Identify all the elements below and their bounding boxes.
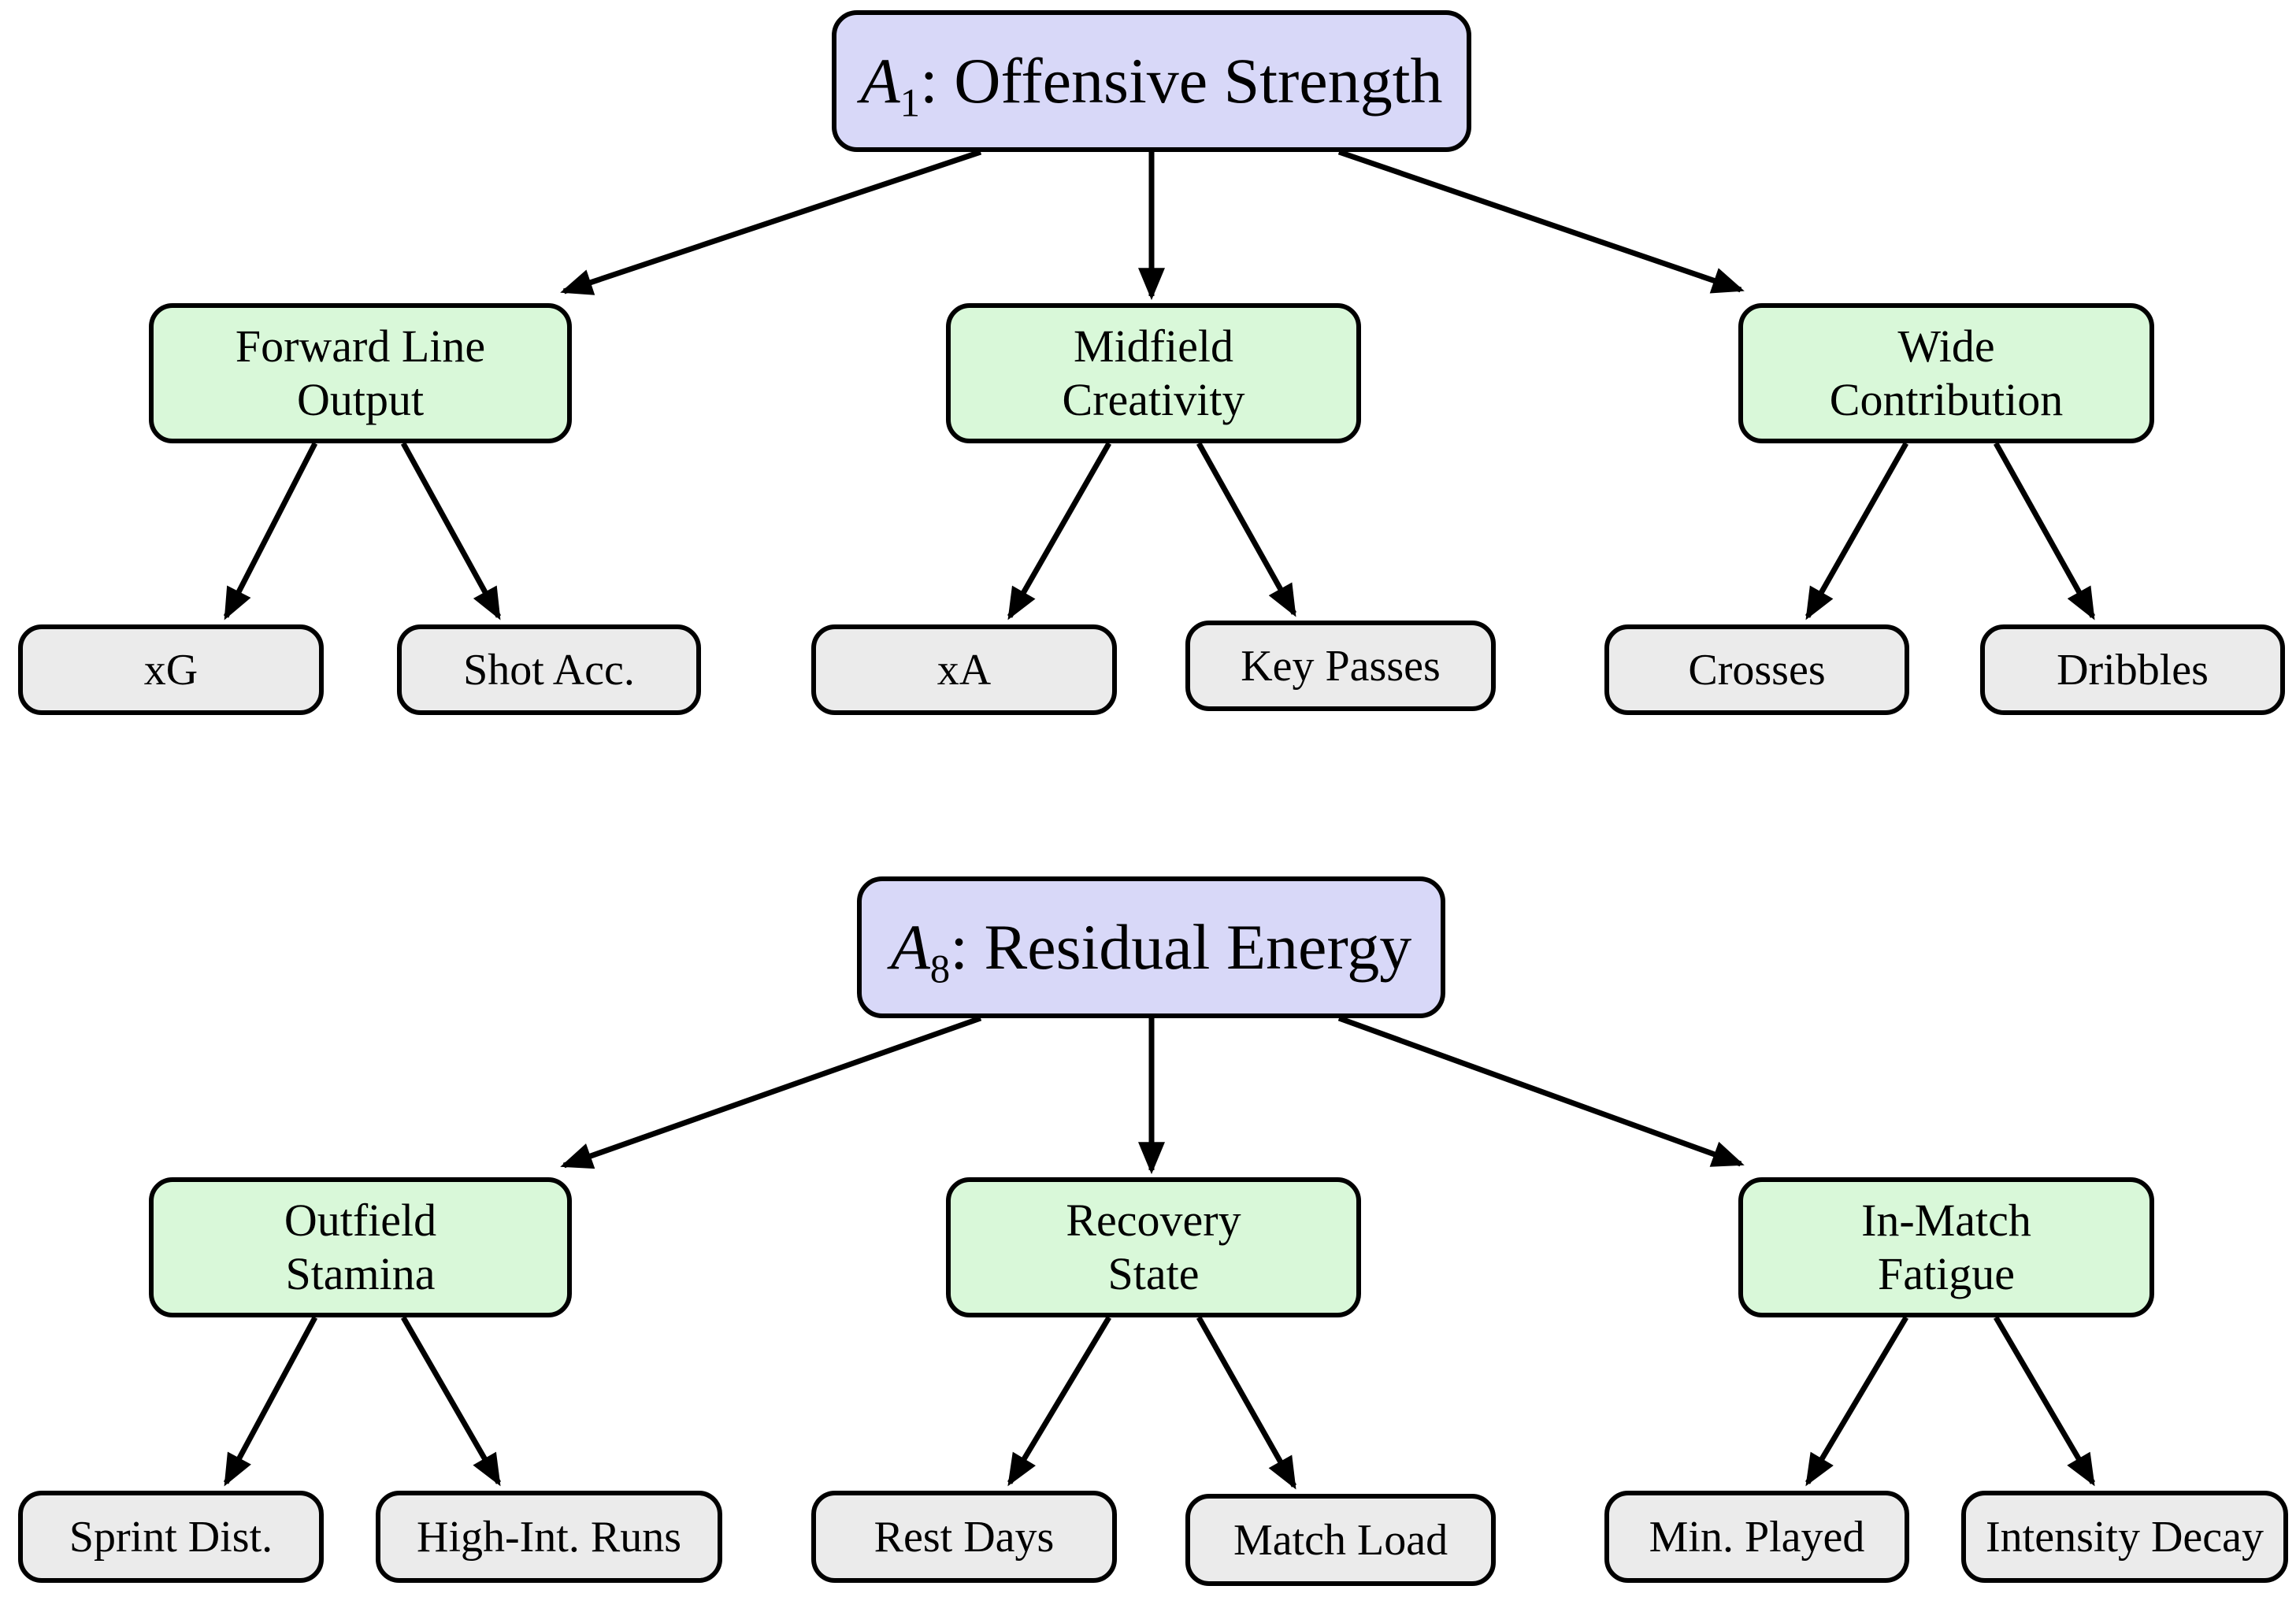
- edge-t1-root-branch1: [560, 149, 982, 295]
- edge-t1-branch2-leaf3: [1007, 442, 1112, 621]
- edge-t1-branch2-leaf4: [1196, 442, 1297, 617]
- node-xg: xG: [18, 624, 324, 715]
- root-subscript: 8: [929, 947, 951, 991]
- node-key-passes: Key Passes: [1185, 621, 1496, 711]
- edge-t1-branch3-leaf6: [1993, 442, 2096, 621]
- edge-t1-branch3-leaf5: [1805, 442, 1909, 621]
- branch-label: Midfield Creativity: [1062, 320, 1245, 425]
- node-midfield-creativity: Midfield Creativity: [946, 303, 1361, 443]
- root-text: : Residual Energy: [950, 911, 1412, 983]
- node-min-played: Min. Played: [1604, 1491, 1909, 1583]
- edge-t2-branch2-leaf4: [1196, 1316, 1297, 1490]
- root-text: : Offensive Strength: [920, 45, 1443, 117]
- leaf-label: Sprint Dist.: [69, 1512, 273, 1562]
- edge-t2-root-branch1: [560, 1015, 982, 1169]
- node-sprint-dist: Sprint Dist.: [18, 1491, 324, 1583]
- root-label: A8: Residual Energy: [890, 910, 1412, 989]
- leaf-label: Dribbles: [2057, 645, 2209, 695]
- leaf-label: xG: [143, 645, 198, 695]
- leaf-label: xA: [937, 645, 992, 695]
- leaf-label: Rest Days: [874, 1512, 1055, 1562]
- node-shot-acc: Shot Acc.: [397, 624, 701, 715]
- node-residual-energy-root: A8: Residual Energy: [857, 876, 1445, 1018]
- edge-t2-branch3-leaf5: [1805, 1316, 1909, 1487]
- edge-t1-branch1-leaf1: [223, 442, 318, 621]
- branch-label: Wide Contribution: [1829, 320, 2064, 425]
- edge-t1-root-branch3: [1337, 149, 1745, 294]
- edge-t2-root-branch3: [1337, 1015, 1745, 1167]
- edge-t2-branch1-leaf1: [223, 1316, 318, 1487]
- node-crosses: Crosses: [1604, 624, 1909, 715]
- edge-t2-branch1-leaf2: [400, 1316, 502, 1487]
- edge-t1-branch1-leaf2: [400, 442, 502, 621]
- branch-label: In-Match Fatigue: [1861, 1194, 2031, 1299]
- leaf-label: Min. Played: [1649, 1512, 1865, 1562]
- node-outfield-stamina: Outfield Stamina: [149, 1177, 572, 1317]
- node-high-int-runs: High-Int. Runs: [376, 1491, 722, 1583]
- node-dribbles: Dribbles: [1980, 624, 2285, 715]
- root-variable: A: [860, 45, 900, 117]
- branch-label: Outfield Stamina: [284, 1194, 437, 1299]
- leaf-label: Shot Acc.: [463, 645, 635, 695]
- leaf-label: Key Passes: [1241, 641, 1441, 691]
- leaf-label: High-Int. Runs: [417, 1512, 681, 1562]
- node-xa: xA: [811, 624, 1117, 715]
- leaf-label: Match Load: [1233, 1515, 1448, 1565]
- node-wide-contribution: Wide Contribution: [1738, 303, 2154, 443]
- root-label: A1: Offensive Strength: [860, 44, 1443, 123]
- leaf-label: Crosses: [1688, 645, 1826, 695]
- node-offensive-strength-root: A1: Offensive Strength: [832, 10, 1471, 152]
- node-forward-line-output: Forward Line Output: [149, 303, 572, 443]
- node-rest-days: Rest Days: [811, 1491, 1117, 1583]
- edge-t2-branch2-leaf3: [1007, 1316, 1112, 1487]
- branch-label: Recovery State: [1066, 1194, 1241, 1299]
- branch-label: Forward Line Output: [235, 320, 486, 425]
- node-match-load: Match Load: [1185, 1494, 1496, 1586]
- root-variable: A: [890, 911, 930, 983]
- edge-t2-branch3-leaf6: [1993, 1316, 2096, 1487]
- node-in-match-fatigue: In-Match Fatigue: [1738, 1177, 2154, 1317]
- node-intensity-decay: Intensity Decay: [1961, 1491, 2288, 1583]
- node-recovery-state: Recovery State: [946, 1177, 1361, 1317]
- root-subscript: 1: [899, 80, 920, 125]
- leaf-label: Intensity Decay: [1986, 1512, 2264, 1562]
